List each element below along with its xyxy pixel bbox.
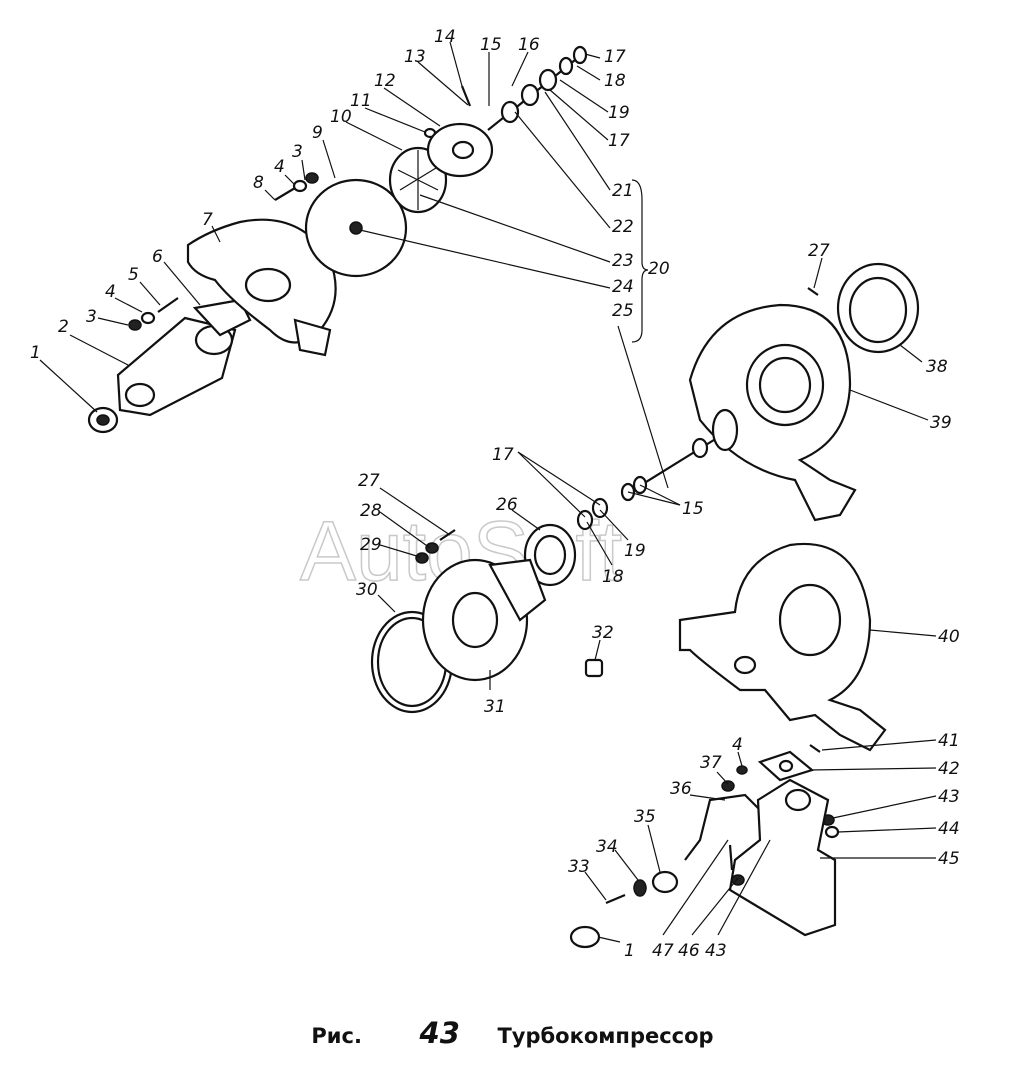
part-stud-5 xyxy=(157,297,179,313)
callout-2: 2 xyxy=(58,317,69,337)
part-compressor-cover-31 xyxy=(421,558,547,682)
callout-3: 3 xyxy=(86,307,97,327)
part-pin-41 xyxy=(809,744,821,753)
callout-18a: 18 xyxy=(604,71,626,91)
callout-19a: 19 xyxy=(608,103,630,123)
part-washer-4b xyxy=(292,179,308,193)
callout-27b: 27 xyxy=(358,471,380,491)
callout-34: 34 xyxy=(596,837,618,857)
callout-46: 46 xyxy=(678,941,700,961)
callout-38: 38 xyxy=(926,357,948,377)
callout-28: 28 xyxy=(360,501,382,521)
callout-17b: 17 xyxy=(608,131,630,151)
callout-26: 26 xyxy=(496,495,518,515)
part-bearing-26 xyxy=(523,523,577,587)
callout-9: 9 xyxy=(312,123,323,143)
callout-39: 39 xyxy=(930,413,952,433)
callout-42: 42 xyxy=(938,759,960,779)
part-bolt-14 xyxy=(460,85,472,107)
part-drain-body-45 xyxy=(728,778,837,937)
callout-17c: 17 xyxy=(492,445,514,465)
callout-10: 10 xyxy=(330,107,352,127)
callout-37: 37 xyxy=(700,753,722,773)
callout-21: 21 xyxy=(612,181,634,201)
callout-14: 14 xyxy=(434,27,456,47)
callout-47: 47 xyxy=(652,941,674,961)
callout-4: 4 xyxy=(105,282,116,302)
part-bolt-8 xyxy=(274,187,296,201)
callout-16: 16 xyxy=(518,35,540,55)
part-bearing-housing-40 xyxy=(678,542,887,752)
callout-13: 13 xyxy=(404,47,426,67)
callout-43a: 43 xyxy=(938,787,960,807)
leader-lines xyxy=(39,41,937,943)
part-washer-44 xyxy=(824,825,840,839)
part-bolt-37 xyxy=(721,780,735,792)
callout-33: 33 xyxy=(568,857,590,877)
callout-40: 40 xyxy=(938,627,960,647)
callout-35: 35 xyxy=(634,807,656,827)
callout-24: 24 xyxy=(612,277,634,297)
part-screw-33 xyxy=(605,893,626,905)
callout-44: 44 xyxy=(938,819,960,839)
part-compressor-housing-39 xyxy=(688,303,857,522)
callout-1: 1 xyxy=(30,343,41,363)
part-diffuser-38 xyxy=(836,262,920,354)
part-rotor-shaft xyxy=(620,408,739,502)
callout-32: 32 xyxy=(592,623,614,643)
callout-41: 41 xyxy=(938,731,960,751)
part-washer-4c xyxy=(736,765,748,775)
part-hose-35 xyxy=(651,870,679,894)
callout-17a: 17 xyxy=(604,47,626,67)
callout-1b: 1 xyxy=(624,941,635,961)
callout-8: 8 xyxy=(253,173,264,193)
callout-22: 22 xyxy=(612,217,634,237)
callout-31: 31 xyxy=(484,697,506,717)
callout-45: 45 xyxy=(938,849,960,869)
callout-labels: 1 2 3 4 5 6 7 8 3 4 9 10 11 12 13 14 15 … xyxy=(30,27,960,961)
part-nut-3b xyxy=(305,172,319,184)
part-cover-12-13 xyxy=(426,122,494,178)
callout-19b: 19 xyxy=(624,541,646,561)
callout-36: 36 xyxy=(670,779,692,799)
part-screw-27b-28-29 xyxy=(415,529,456,564)
figure-caption: Рис. 43 Турбокомпрессор xyxy=(0,1016,1025,1050)
part-gasket-42 xyxy=(757,750,815,782)
callout-27a: 27 xyxy=(808,241,830,261)
callout-12: 12 xyxy=(374,71,396,91)
part-plug-32 xyxy=(584,658,604,678)
part-nut-1 xyxy=(87,406,119,434)
part-clamp-34 xyxy=(633,879,647,897)
part-pin-27a xyxy=(807,287,819,296)
callout-15: 15 xyxy=(480,35,502,55)
callout-6: 6 xyxy=(152,247,163,267)
callout-25: 25 xyxy=(612,301,634,321)
caption-number: 43 xyxy=(419,1016,460,1050)
part-shaft-upper xyxy=(487,45,588,131)
turbocharger-exploded-diagram: AutoSoft xyxy=(30,27,960,961)
part-fitting-1b xyxy=(569,925,601,949)
callout-30: 30 xyxy=(356,580,378,600)
part-oil-pipe-36 xyxy=(684,793,761,861)
part-nut-3a xyxy=(128,319,142,331)
callout-18b: 18 xyxy=(602,567,624,587)
callout-43b: 43 xyxy=(705,941,727,961)
callout-23: 23 xyxy=(612,251,634,271)
caption-prefix: Рис. xyxy=(311,1024,362,1048)
part-heat-shield-9 xyxy=(304,178,408,278)
callout-20: 20 xyxy=(648,259,670,279)
caption-title: Турбокомпрессор xyxy=(497,1024,714,1048)
callout-15b: 15 xyxy=(682,499,704,519)
callout-4c: 4 xyxy=(732,735,743,755)
part-gasket-6 xyxy=(192,298,252,337)
callout-4b: 4 xyxy=(274,157,285,177)
callout-5: 5 xyxy=(128,265,139,285)
part-washer-4a xyxy=(140,311,156,325)
callout-11: 11 xyxy=(350,91,372,111)
part-turbine-housing-7 xyxy=(186,218,337,357)
callout-3b: 3 xyxy=(292,142,303,162)
callout-29: 29 xyxy=(360,535,382,555)
callout-7: 7 xyxy=(202,210,213,230)
